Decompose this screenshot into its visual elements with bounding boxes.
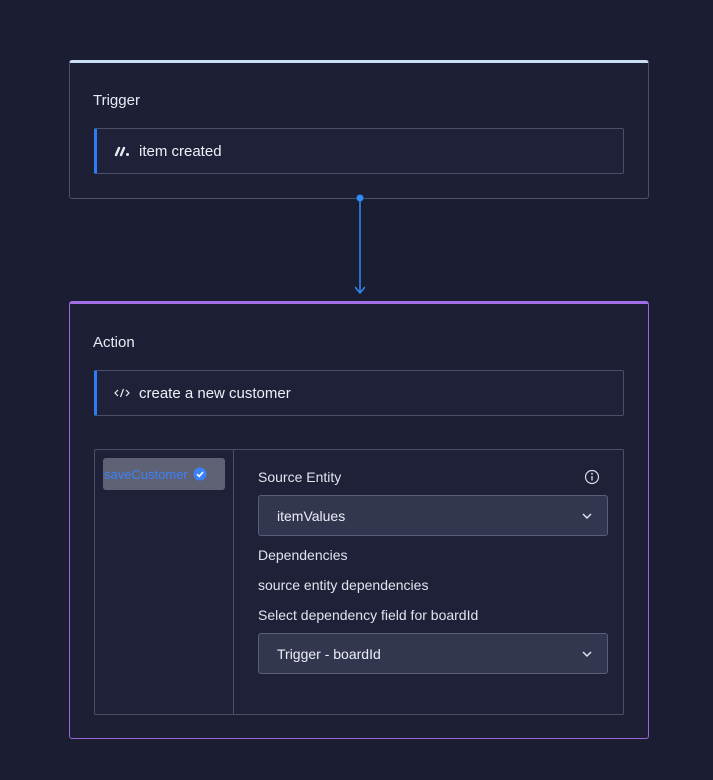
action-title: Action <box>93 334 135 351</box>
flow-connector-arrow <box>355 194 365 295</box>
mapping-panel: saveCustomer Source Entity itemValues <box>94 449 624 715</box>
code-icon <box>113 384 131 402</box>
action-step-label: create a new customer <box>139 384 291 402</box>
dependency-field-select[interactable]: Trigger - boardId <box>258 633 608 674</box>
dependency-field-label: Select dependency field for boardId <box>258 607 479 623</box>
trigger-step[interactable]: item created <box>94 128 624 174</box>
dependencies-label: Dependencies <box>258 547 348 563</box>
action-step[interactable]: create a new customer <box>94 370 624 416</box>
chevron-down-icon <box>581 648 593 660</box>
check-badge-icon <box>193 467 207 481</box>
operation-chip-label: saveCustomer <box>104 466 188 482</box>
chevron-down-icon <box>581 510 593 522</box>
dependencies-subtitle: source entity dependencies <box>258 577 429 593</box>
source-entity-value: itemValues <box>277 507 346 524</box>
operation-list: saveCustomer <box>95 450 234 714</box>
monday-logo-icon <box>113 142 131 160</box>
operation-chip[interactable]: saveCustomer <box>103 458 225 490</box>
trigger-step-label: item created <box>139 142 222 160</box>
source-entity-label: Source Entity <box>258 469 342 485</box>
info-icon[interactable] <box>584 469 600 485</box>
action-card: Action create a new customer saveCustome… <box>69 301 649 739</box>
trigger-card: Trigger item created <box>69 60 649 199</box>
dependency-field-value: Trigger - boardId <box>277 645 381 662</box>
trigger-title: Trigger <box>93 92 140 109</box>
source-entity-select[interactable]: itemValues <box>258 495 608 536</box>
